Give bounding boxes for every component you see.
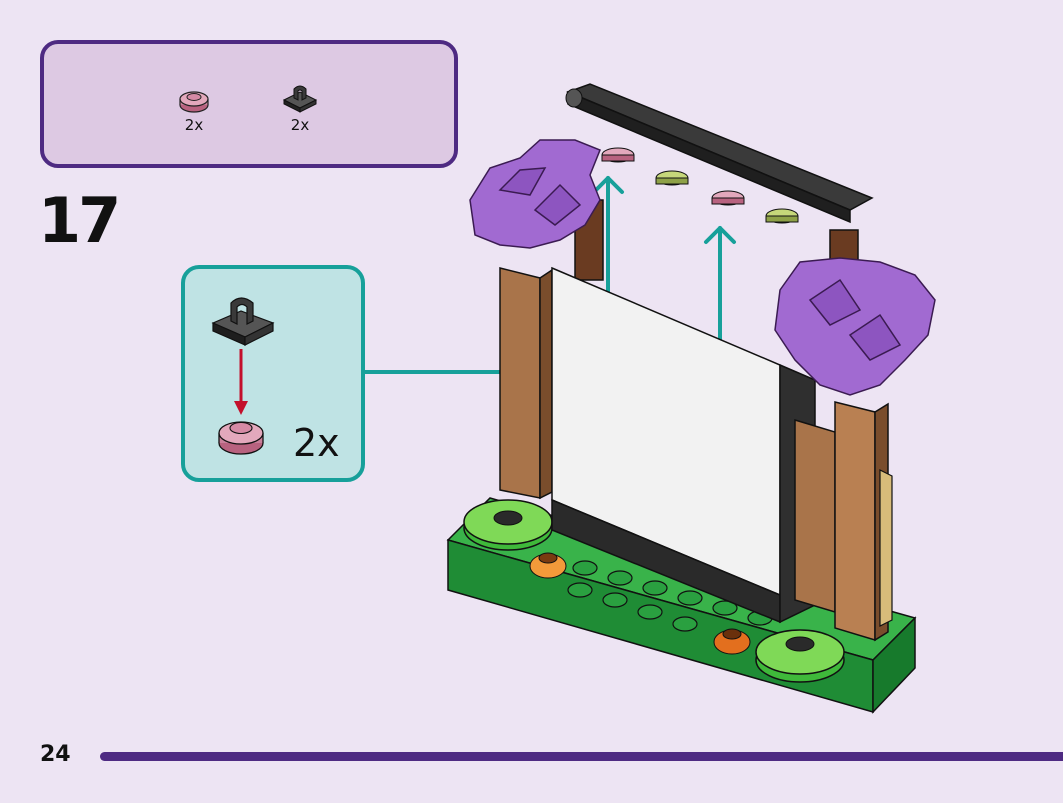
page-number: 24 [40, 742, 71, 767]
top-bar [565, 83, 874, 224]
footer-bar [100, 752, 1063, 761]
pink-round-plate-icon [711, 190, 745, 206]
brown-post [794, 401, 893, 642]
orange-flower-icon [529, 552, 567, 579]
pink-round-plate-icon [218, 421, 264, 455]
brown-post [499, 267, 553, 500]
callout-quantity: 2x [293, 421, 340, 465]
purple-foliage [469, 139, 601, 249]
lime-round-plate-icon [655, 170, 689, 186]
base-studs [567, 560, 773, 632]
part-quantity: 2x [290, 116, 310, 134]
step-number: 17 [38, 184, 121, 257]
red-arrow-head-icon [234, 401, 248, 415]
sub-assembly-callout: 2x [181, 265, 365, 482]
pink-round-plate-icon [179, 91, 209, 113]
arrow-head-icon [704, 226, 736, 244]
part-quantity: 2x [184, 116, 204, 134]
pink-round-plate-icon [601, 147, 635, 163]
green-round-plate [755, 629, 845, 683]
arrow-head-icon [592, 176, 624, 194]
purple-foliage [774, 257, 936, 396]
model-illustration [446, 83, 936, 714]
callout-illustration [211, 297, 275, 455]
black-clip-plate-icon [282, 85, 318, 113]
parts-list-item: 2x [164, 88, 224, 134]
parts-list-box: 2x 2x [40, 40, 458, 168]
green-round-plate [463, 499, 553, 551]
parts-list-item: 2x [270, 82, 330, 134]
black-clip-plate-icon [211, 297, 275, 346]
lime-round-plate-icon [765, 208, 799, 224]
orange-flower-icon [713, 628, 751, 655]
